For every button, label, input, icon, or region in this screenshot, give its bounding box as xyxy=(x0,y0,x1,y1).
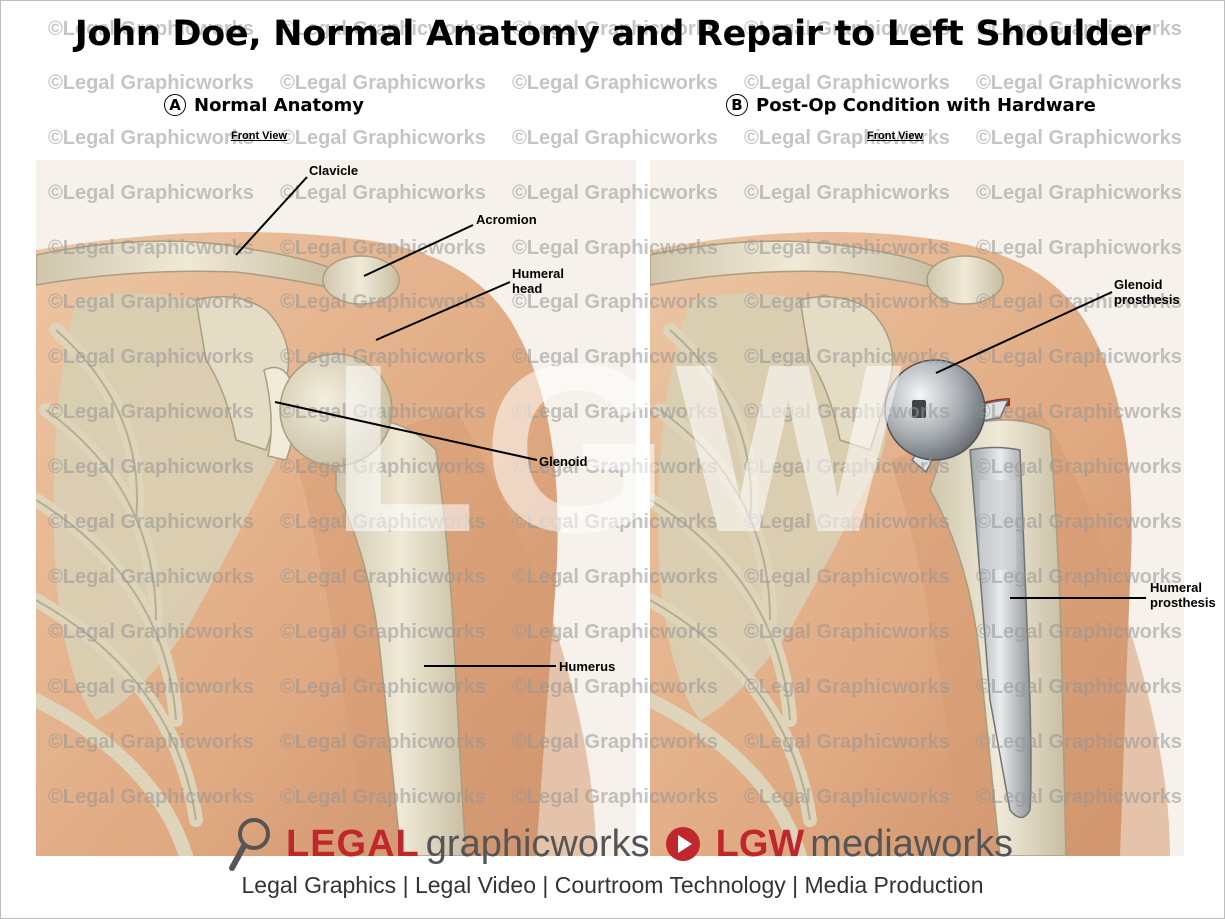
panel-b-letter: B xyxy=(726,94,748,116)
panel-a-letter: A xyxy=(164,94,186,116)
panel-b-view-label: Front View xyxy=(867,130,924,142)
panel-a-view-label: Front View xyxy=(231,130,288,142)
panel-b-title: Post-Op Condition with Hardware xyxy=(756,94,1096,116)
humeral-head-label: Humeral head xyxy=(512,266,565,296)
magnifier-icon xyxy=(229,818,270,871)
panel-b-illustration xyxy=(650,160,1184,856)
clavicle-label: Clavicle xyxy=(309,163,359,178)
glenoid-label: Glenoid xyxy=(539,454,588,469)
logo-lgw-text: LGW xyxy=(715,822,805,865)
glenoid-prosthesis-label: Glenoid prosthesis xyxy=(1114,277,1180,307)
acromion-label: Acromion xyxy=(476,212,537,227)
humeral-prosthesis-label: Humeral prosthesis xyxy=(1150,580,1216,610)
panel-a-heading: A Normal Anatomy xyxy=(164,94,364,116)
humerus-label: Humerus xyxy=(559,659,616,674)
logo-mediaworks-text: mediaworks xyxy=(810,822,1014,865)
normal-shoulder-illustration xyxy=(36,160,636,856)
postop-shoulder-illustration xyxy=(650,160,1184,856)
logo-graphicworks-text: graphicworks xyxy=(425,822,650,865)
panel-a-illustration xyxy=(36,160,636,856)
logo-legal-text: LEGAL xyxy=(286,822,420,865)
panel-a-title: Normal Anatomy xyxy=(194,94,364,116)
play-icon xyxy=(665,827,700,861)
panel-b-heading: B Post-Op Condition with Hardware xyxy=(726,94,1096,116)
footer-services: Legal Graphics | Legal Video | Courtroom… xyxy=(241,872,984,898)
page-title: John Doe, Normal Anatomy and Repair to L… xyxy=(74,14,1151,54)
